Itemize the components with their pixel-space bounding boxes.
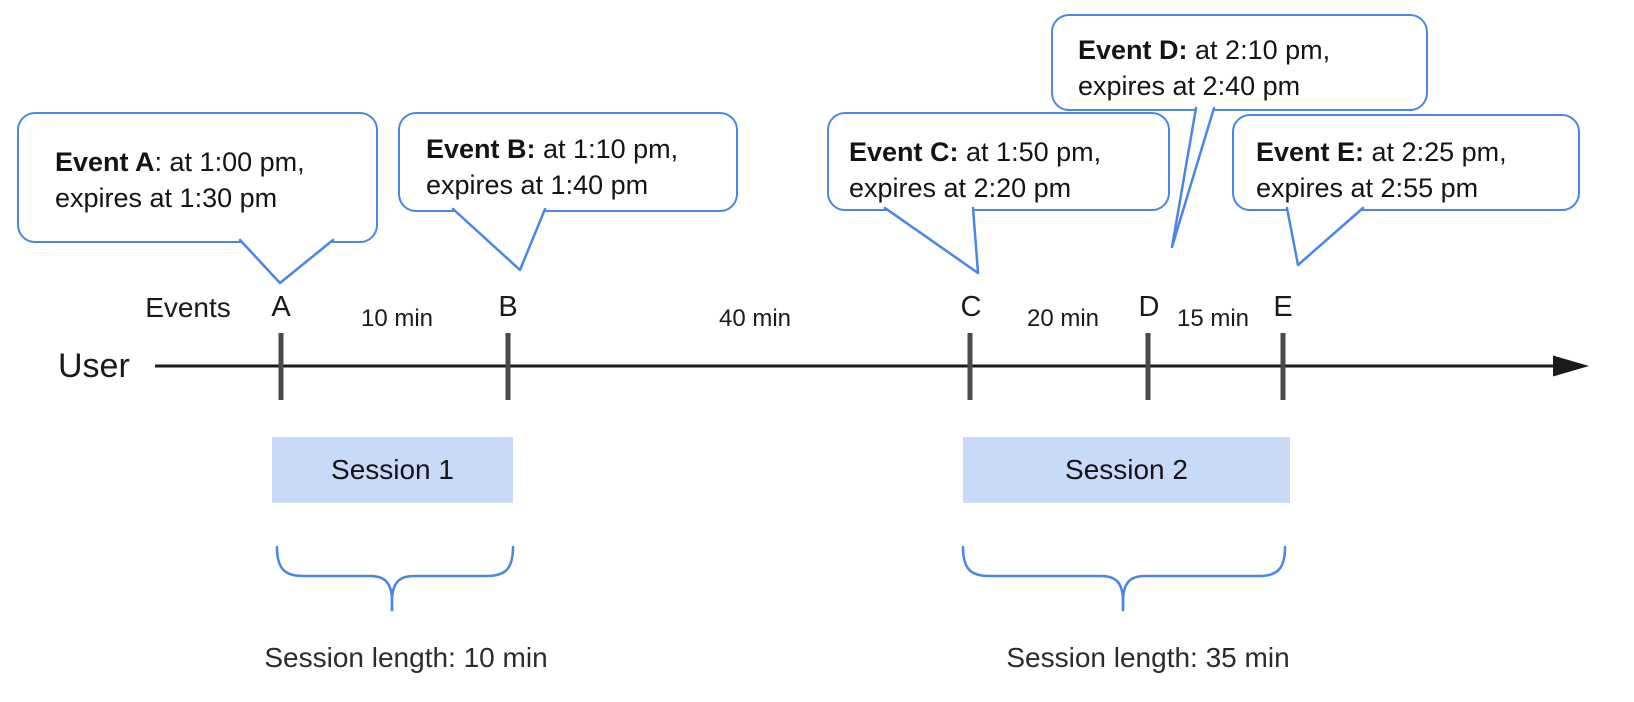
event-d-line1: Event D: at 2:10 pm,	[1078, 32, 1412, 68]
event-a-line2: expires at 1:30 pm	[55, 183, 278, 213]
event-e-bubble: Event E: at 2:25 pm, expires at 2:55 pm	[1232, 114, 1580, 211]
event-d-time: at 2:10 pm,	[1187, 35, 1331, 65]
event-c-time: at 1:50 pm,	[958, 137, 1102, 167]
event-c-line2: expires at 2:20 pm	[849, 173, 1072, 203]
event-c-title: Event C:	[849, 137, 959, 167]
event-a-bubble: Event A: at 1:00 pm, expires at 1:30 pm	[17, 112, 378, 243]
gap-b-c: 40 min	[718, 305, 792, 332]
event-e-title: Event E:	[1256, 137, 1365, 167]
gap-d-e: 15 min	[1176, 305, 1250, 332]
event-mark-b: B	[498, 291, 518, 323]
session-1-length: Session length: 10 min	[264, 642, 548, 673]
event-b-bubble: Event B: at 1:10 pm, expires at 1:40 pm	[398, 112, 738, 212]
event-e-line2: expires at 2:55 pm	[1256, 173, 1479, 203]
event-mark-d: D	[1138, 291, 1160, 323]
timeline-arrow	[155, 355, 1589, 377]
tick-b	[505, 333, 511, 400]
event-mark-e: E	[1273, 291, 1293, 323]
event-a-title: Event A	[55, 147, 155, 177]
event-d-bubble: Event D: at 2:10 pm, expires at 2:40 pm	[1051, 14, 1428, 111]
gap-a-b: 10 min	[360, 305, 434, 332]
user-axis-label: User	[58, 347, 130, 385]
event-d-title: Event D:	[1078, 35, 1188, 65]
tick-a	[278, 333, 284, 400]
event-mark-a: A	[271, 291, 291, 323]
event-b-line1: Event B: at 1:10 pm,	[426, 131, 720, 167]
tick-c	[967, 333, 973, 400]
event-d-line2: expires at 2:40 pm	[1078, 71, 1301, 101]
event-b-time: at 1:10 pm,	[535, 134, 679, 164]
tick-e	[1280, 333, 1286, 400]
tick-d	[1145, 333, 1151, 400]
event-e-line1: Event E: at 2:25 pm,	[1256, 134, 1564, 170]
session-2-box: Session 2	[963, 437, 1290, 503]
arrowhead-icon	[1553, 355, 1589, 377]
event-c-bubble: Event C: at 1:50 pm, expires at 2:20 pm	[827, 112, 1170, 211]
session-1-box: Session 1	[272, 437, 513, 503]
event-a-time: : at 1:00 pm,	[154, 147, 305, 177]
event-e-time: at 2:25 pm,	[1364, 137, 1507, 167]
event-b-title: Event B:	[426, 134, 536, 164]
events-axis-label: Events	[145, 292, 231, 323]
event-c-line1: Event C: at 1:50 pm,	[849, 134, 1154, 170]
tick-marks	[278, 333, 1286, 400]
event-a-line1: Event A: at 1:00 pm,	[55, 144, 358, 180]
session-brace-1	[275, 545, 515, 612]
gap-c-d: 20 min	[1026, 305, 1100, 332]
event-b-line2: expires at 1:40 pm	[426, 170, 649, 200]
event-mark-c: C	[960, 291, 982, 323]
session-2-length: Session length: 35 min	[1006, 642, 1290, 673]
session-brace-2	[961, 545, 1287, 612]
